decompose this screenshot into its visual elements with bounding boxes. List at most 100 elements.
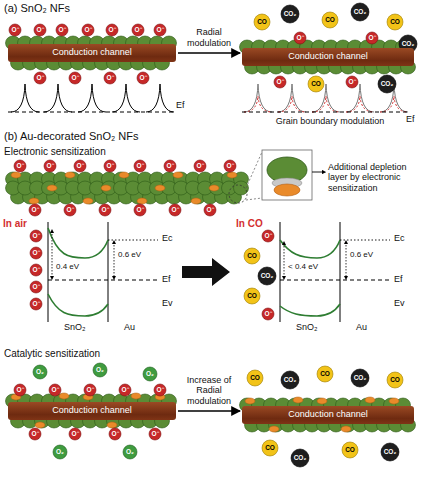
molecule-label: CO₂ xyxy=(397,35,419,53)
au-particle xyxy=(245,398,255,404)
au-particle xyxy=(155,185,165,191)
molecule-label: O⁻ xyxy=(27,428,43,440)
modulation-arrow xyxy=(178,52,240,53)
molecule-label: CO₂ xyxy=(349,369,371,387)
molecule-label: CO₂ xyxy=(279,5,301,23)
molecule-label: O⁻ xyxy=(130,24,146,36)
channel-label: Conduction channel xyxy=(288,410,368,420)
energy-label: < 0.4 eV xyxy=(288,262,318,271)
section-title: (b) Au-decorated SnO₂ NFs xyxy=(4,130,139,143)
molecule-label: CO xyxy=(385,372,405,388)
molecule-label: O⁻ xyxy=(32,24,48,36)
molecule-label: O⁻ xyxy=(28,281,44,293)
molecule-label: O⁻ xyxy=(260,230,276,242)
molecule-label: O₂ xyxy=(91,363,109,377)
callout-text: Additional depletion layer by electronic… xyxy=(328,162,420,193)
molecule-label: O⁻ xyxy=(67,428,83,440)
molecule-label: O⁻ xyxy=(80,24,96,36)
molecule-label: O₂ xyxy=(51,445,69,459)
molecule-label: O⁻ xyxy=(27,204,43,216)
au-particle xyxy=(119,172,129,178)
molecule-label: CO xyxy=(340,442,360,458)
au-particle xyxy=(341,426,351,432)
subsection-title: Catalytic sensitization xyxy=(4,348,100,360)
zoom-circle xyxy=(229,185,247,203)
subsection-title: Electronic sensitization xyxy=(4,146,106,158)
molecule-label: O⁻ xyxy=(54,24,70,36)
barrier-spike xyxy=(244,96,272,112)
barrier-spike xyxy=(278,96,306,112)
fermi-line xyxy=(8,112,174,113)
molecule-label: O⁻ xyxy=(132,160,148,172)
barrier-spike xyxy=(278,84,306,112)
barrier-spike xyxy=(346,84,374,112)
au-particle xyxy=(59,393,69,399)
molecule-label: O₂ xyxy=(141,367,159,381)
molecule-label: O⁻ xyxy=(28,264,44,276)
molecule-label: CO xyxy=(242,248,262,264)
molecule-label: CO xyxy=(385,14,405,30)
molecule-label: O⁻ xyxy=(192,160,208,172)
molecule-label: O⁻ xyxy=(152,24,168,36)
band-label: Ev xyxy=(394,298,405,308)
material-label: SnO₂ xyxy=(64,322,86,332)
transition-arrow xyxy=(182,258,230,286)
molecule-label: CO₂ xyxy=(289,449,311,467)
band-label: Ev xyxy=(162,298,173,308)
barrier-spikes xyxy=(11,84,408,112)
barrier-spike xyxy=(44,84,72,112)
au-particle xyxy=(191,198,201,204)
au-particle xyxy=(209,185,219,191)
molecule-label: CO xyxy=(260,440,280,456)
molecule-label: O⁻ xyxy=(260,308,276,320)
energy-label: 0.4 eV xyxy=(56,262,79,271)
molecule-label: O⁻ xyxy=(12,160,28,172)
molecule-label: O⁻ xyxy=(47,384,63,396)
molecule-label: O⁻ xyxy=(102,72,118,84)
pointer-arrow xyxy=(312,172,324,173)
edge-label: Increase of Radial modulation xyxy=(179,375,239,406)
molecule-label: O⁻ xyxy=(102,160,118,172)
molecule-label: CO xyxy=(242,288,262,304)
molecule-label: CO₂ xyxy=(379,443,401,461)
au-particle xyxy=(389,398,399,404)
barrier-spike xyxy=(78,84,106,112)
molecule-label: O⁻ xyxy=(62,204,78,216)
material-label: SnO₂ xyxy=(296,322,318,332)
au-particle xyxy=(365,397,375,403)
au-particle xyxy=(11,172,21,178)
band-diagram xyxy=(280,222,390,322)
barrier-spike xyxy=(112,84,140,112)
molecule-label: O⁻ xyxy=(12,384,28,396)
au-particle xyxy=(29,198,39,204)
au-particle xyxy=(293,397,303,403)
au-particle xyxy=(47,185,57,191)
molecule-label: O⁻ xyxy=(292,32,308,44)
molecule-label: O⁻ xyxy=(152,384,168,396)
channel-label: Conduction channel xyxy=(52,406,132,416)
band-label: Ef xyxy=(162,274,171,284)
conduction-channel: Conduction channel xyxy=(242,406,414,424)
fermi-label: Ef xyxy=(406,114,415,124)
au-particle xyxy=(173,172,183,178)
material-label: Au xyxy=(124,322,135,332)
barrier-spike xyxy=(11,84,39,112)
au-particle xyxy=(269,426,279,432)
molecule-label: CO₂ xyxy=(349,3,371,21)
molecule-label: O⁻ xyxy=(42,160,58,172)
molecule-label: O⁻ xyxy=(344,76,360,88)
au-particle xyxy=(107,422,117,428)
barrier-spike xyxy=(244,84,272,112)
material-label: Au xyxy=(356,322,367,332)
molecule-label: O₂ xyxy=(121,445,139,459)
molecule-label: O⁻ xyxy=(28,230,44,242)
barrier-spike xyxy=(146,84,174,112)
inset-frame xyxy=(262,150,312,200)
molecule-label: O⁻ xyxy=(272,76,288,88)
molecule-label: O⁻ xyxy=(364,32,380,44)
molecule-label: CO₂ xyxy=(279,371,301,389)
molecule-label: CO xyxy=(245,370,265,386)
molecule-label: O⁻ xyxy=(132,204,148,216)
au-particle xyxy=(35,422,45,428)
